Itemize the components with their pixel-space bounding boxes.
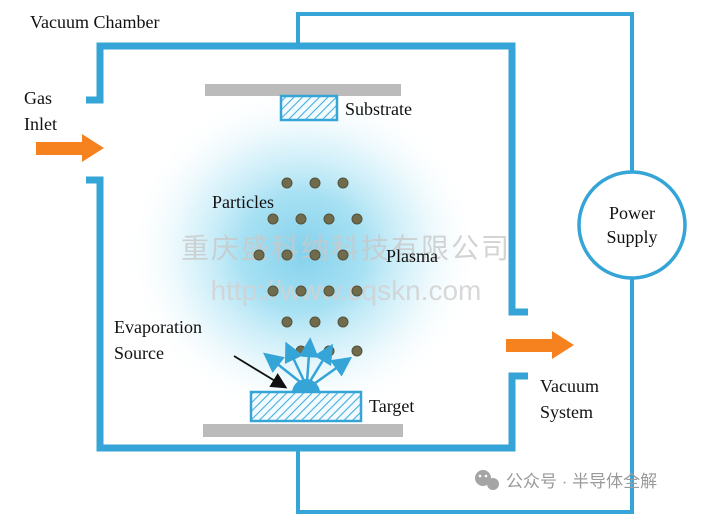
power-wire-bottom: [296, 278, 634, 514]
particles-label: Particles: [212, 192, 274, 212]
particle-dot: [281, 177, 293, 189]
particle-dot: [281, 316, 293, 328]
gas-inlet-label-line1: Gas: [24, 88, 52, 108]
particle-dot: [267, 285, 279, 297]
plasma-glow: [125, 84, 481, 420]
evaporation-spray-arrows: [263, 337, 353, 388]
chamber-wall-upper: [86, 42, 528, 316]
particle-dot: [295, 285, 307, 297]
chamber-wall-lower: [86, 176, 528, 452]
particle-cloud: [253, 177, 363, 357]
vacuum-system-arrow: [506, 331, 574, 359]
top-electrode: [205, 84, 401, 96]
power-supply-label-line1: Power: [609, 203, 655, 223]
evaporation-source-label-line1: Evaporation: [114, 317, 202, 337]
particle-dot: [309, 316, 321, 328]
target-assembly: [249, 337, 363, 423]
power-supply-circle: [577, 170, 687, 280]
evaporation-source-label-line2: Source: [114, 343, 164, 363]
target-block: [249, 390, 363, 423]
particle-dot: [309, 177, 321, 189]
vacuum-system-label-line1: Vacuum: [540, 376, 599, 396]
particle-dot: [309, 249, 321, 261]
footer-watermark-text: 公众号 · 半导体全解: [506, 472, 657, 491]
particle-dot: [337, 316, 349, 328]
footer-watermark: 公众号 · 半导体全解: [475, 470, 657, 491]
power-supply-label-line2: Supply: [606, 227, 657, 247]
watermark-company: 重庆盛科纳科技有限公司: [181, 233, 511, 265]
plasma-label: Plasma: [386, 246, 438, 266]
vacuum-chamber-label: Vacuum Chamber: [30, 12, 159, 32]
substrate-block: [279, 94, 339, 122]
target-label: Target: [369, 396, 414, 416]
evaporation-source-pointer-arrow: [233, 355, 288, 389]
particle-dot: [351, 213, 363, 225]
watermark-url: http://www.cqskn.com: [211, 275, 482, 306]
particle-dot: [253, 249, 265, 261]
bottom-electrode: [203, 424, 403, 437]
particle-dot: [281, 249, 293, 261]
particle-dot: [295, 345, 307, 357]
particle-dot: [351, 345, 363, 357]
particle-dot: [337, 177, 349, 189]
particle-dot: [323, 213, 335, 225]
particle-dot: [267, 213, 279, 225]
power-wire-top: [296, 12, 634, 172]
wechat-icon: [475, 470, 499, 490]
particle-dot: [337, 249, 349, 261]
vacuum-system-label-line2: System: [540, 402, 593, 422]
particle-dot: [295, 213, 307, 225]
gas-inlet-label-line2: Inlet: [24, 114, 57, 134]
particle-dot: [351, 285, 363, 297]
substrate-label: Substrate: [345, 99, 412, 119]
particle-dot: [323, 285, 335, 297]
gas-inlet-arrow: [36, 134, 104, 162]
